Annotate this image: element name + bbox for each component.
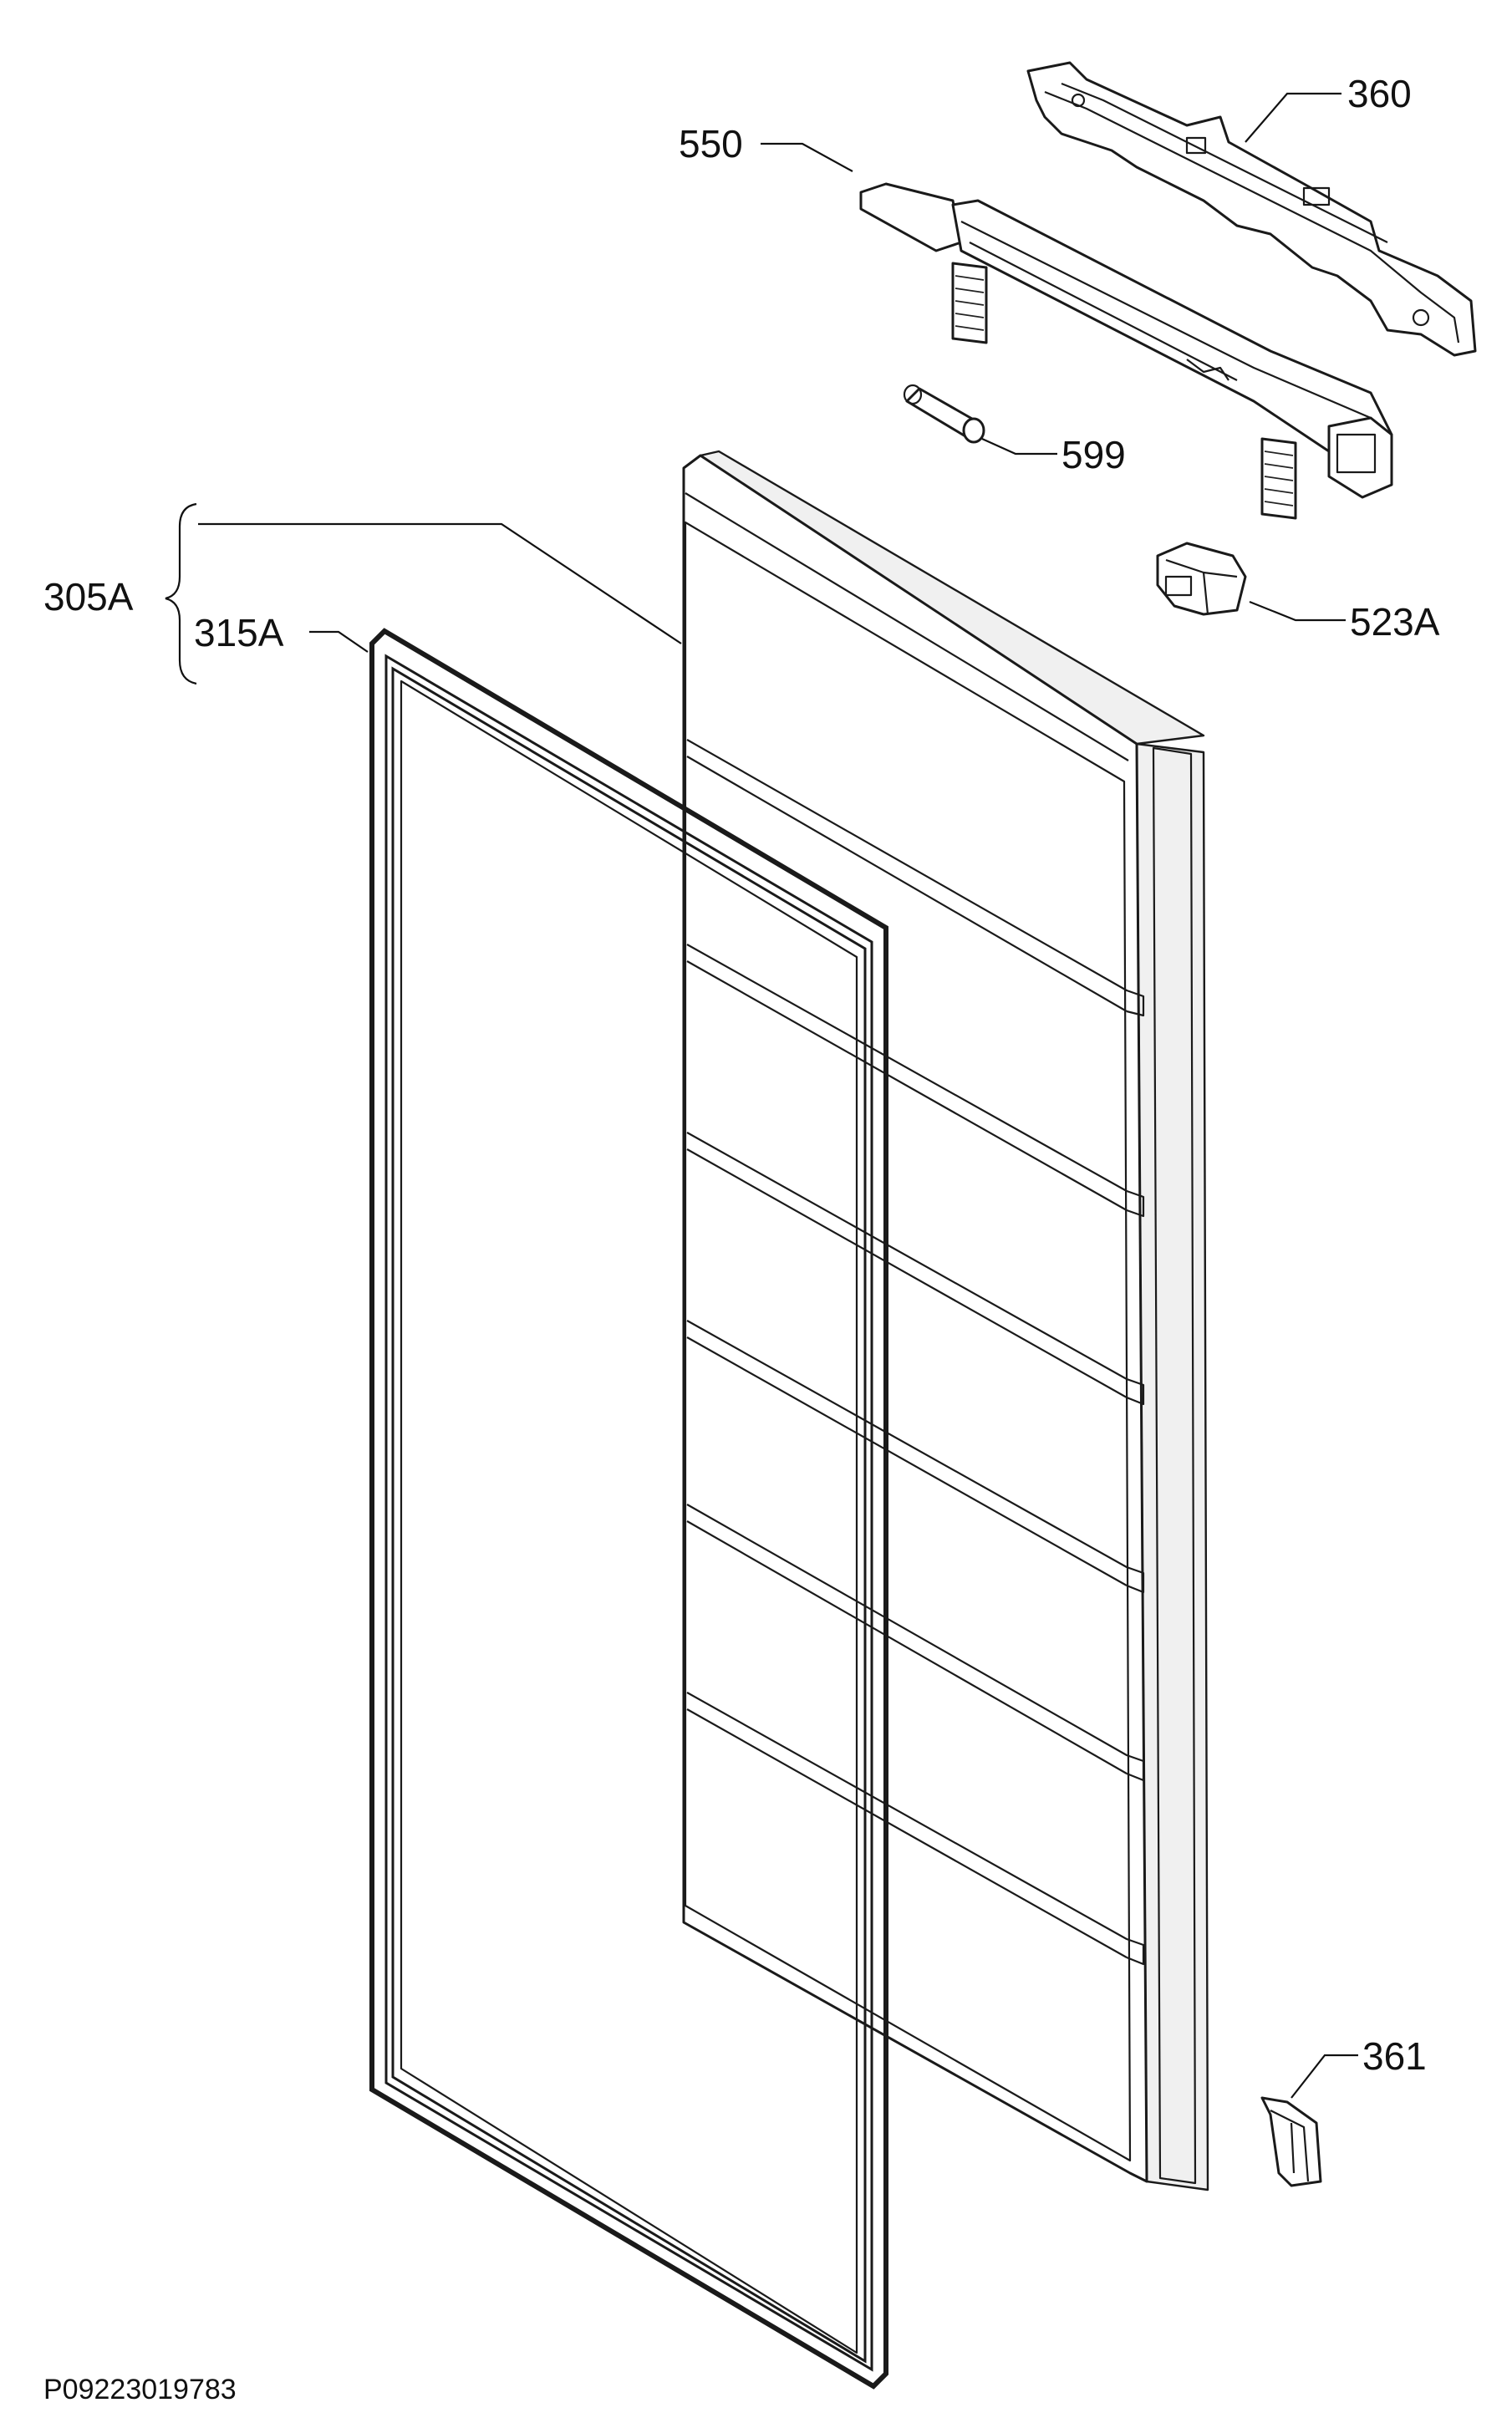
- stop-block: [1156, 542, 1247, 616]
- label-523a: 523A: [1350, 600, 1440, 644]
- hinge-cover-pegs: [951, 262, 1297, 520]
- hinge-pin: [903, 384, 985, 444]
- door-gasket: [369, 628, 888, 2390]
- door-panel: [682, 450, 1209, 2191]
- label-599: 599: [1061, 433, 1126, 476]
- label-550: 550: [679, 122, 743, 165]
- part-labels: 360 550 599 523A 305A 315A 361 P09223019…: [43, 72, 1440, 2405]
- label-305a: 305A: [43, 575, 134, 618]
- leader-lines: [165, 92, 1358, 2099]
- label-360: 360: [1347, 72, 1412, 115]
- hinge-bracket: [1026, 61, 1477, 357]
- hinge-cover: [859, 182, 1393, 520]
- door-clip: [1260, 2096, 1322, 2187]
- reference-code: P09223019783: [43, 2374, 237, 2405]
- door-shelf-ribs: [686, 739, 1145, 1966]
- label-361: 361: [1362, 2034, 1427, 2078]
- label-315a: 315A: [194, 611, 284, 654]
